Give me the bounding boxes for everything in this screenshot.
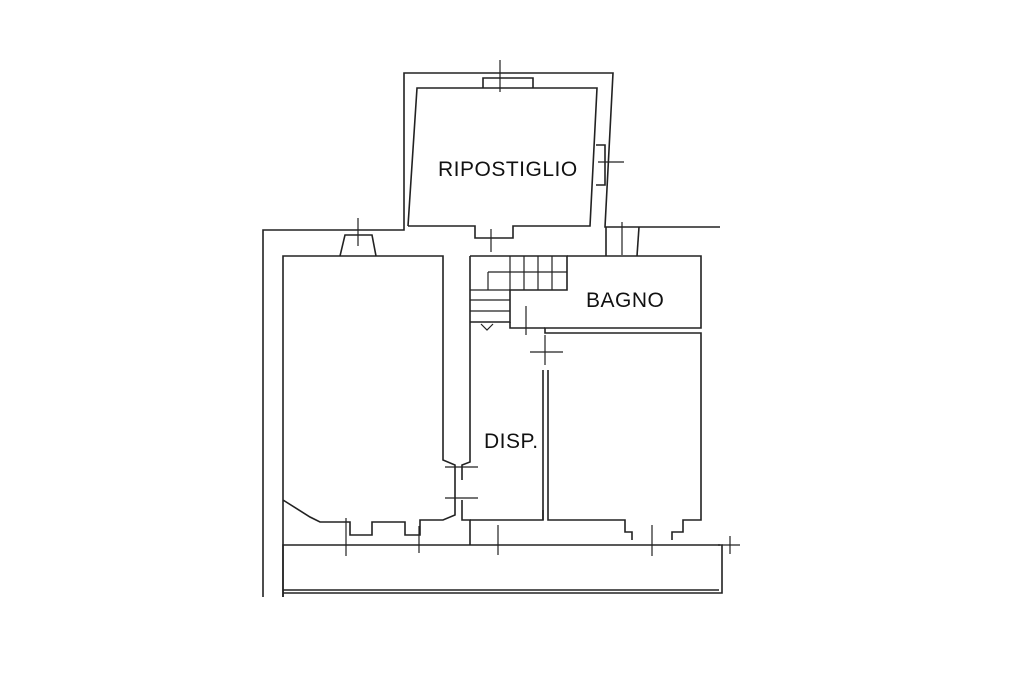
door-ticks (345, 60, 740, 556)
room-label-bagno: BAGNO (586, 289, 665, 312)
room-label-ripostiglio: RIPOSTIGLIO (438, 158, 578, 181)
room-label-disp: DISP. (484, 430, 539, 453)
stairs (470, 256, 567, 331)
walls (262, 72, 723, 597)
